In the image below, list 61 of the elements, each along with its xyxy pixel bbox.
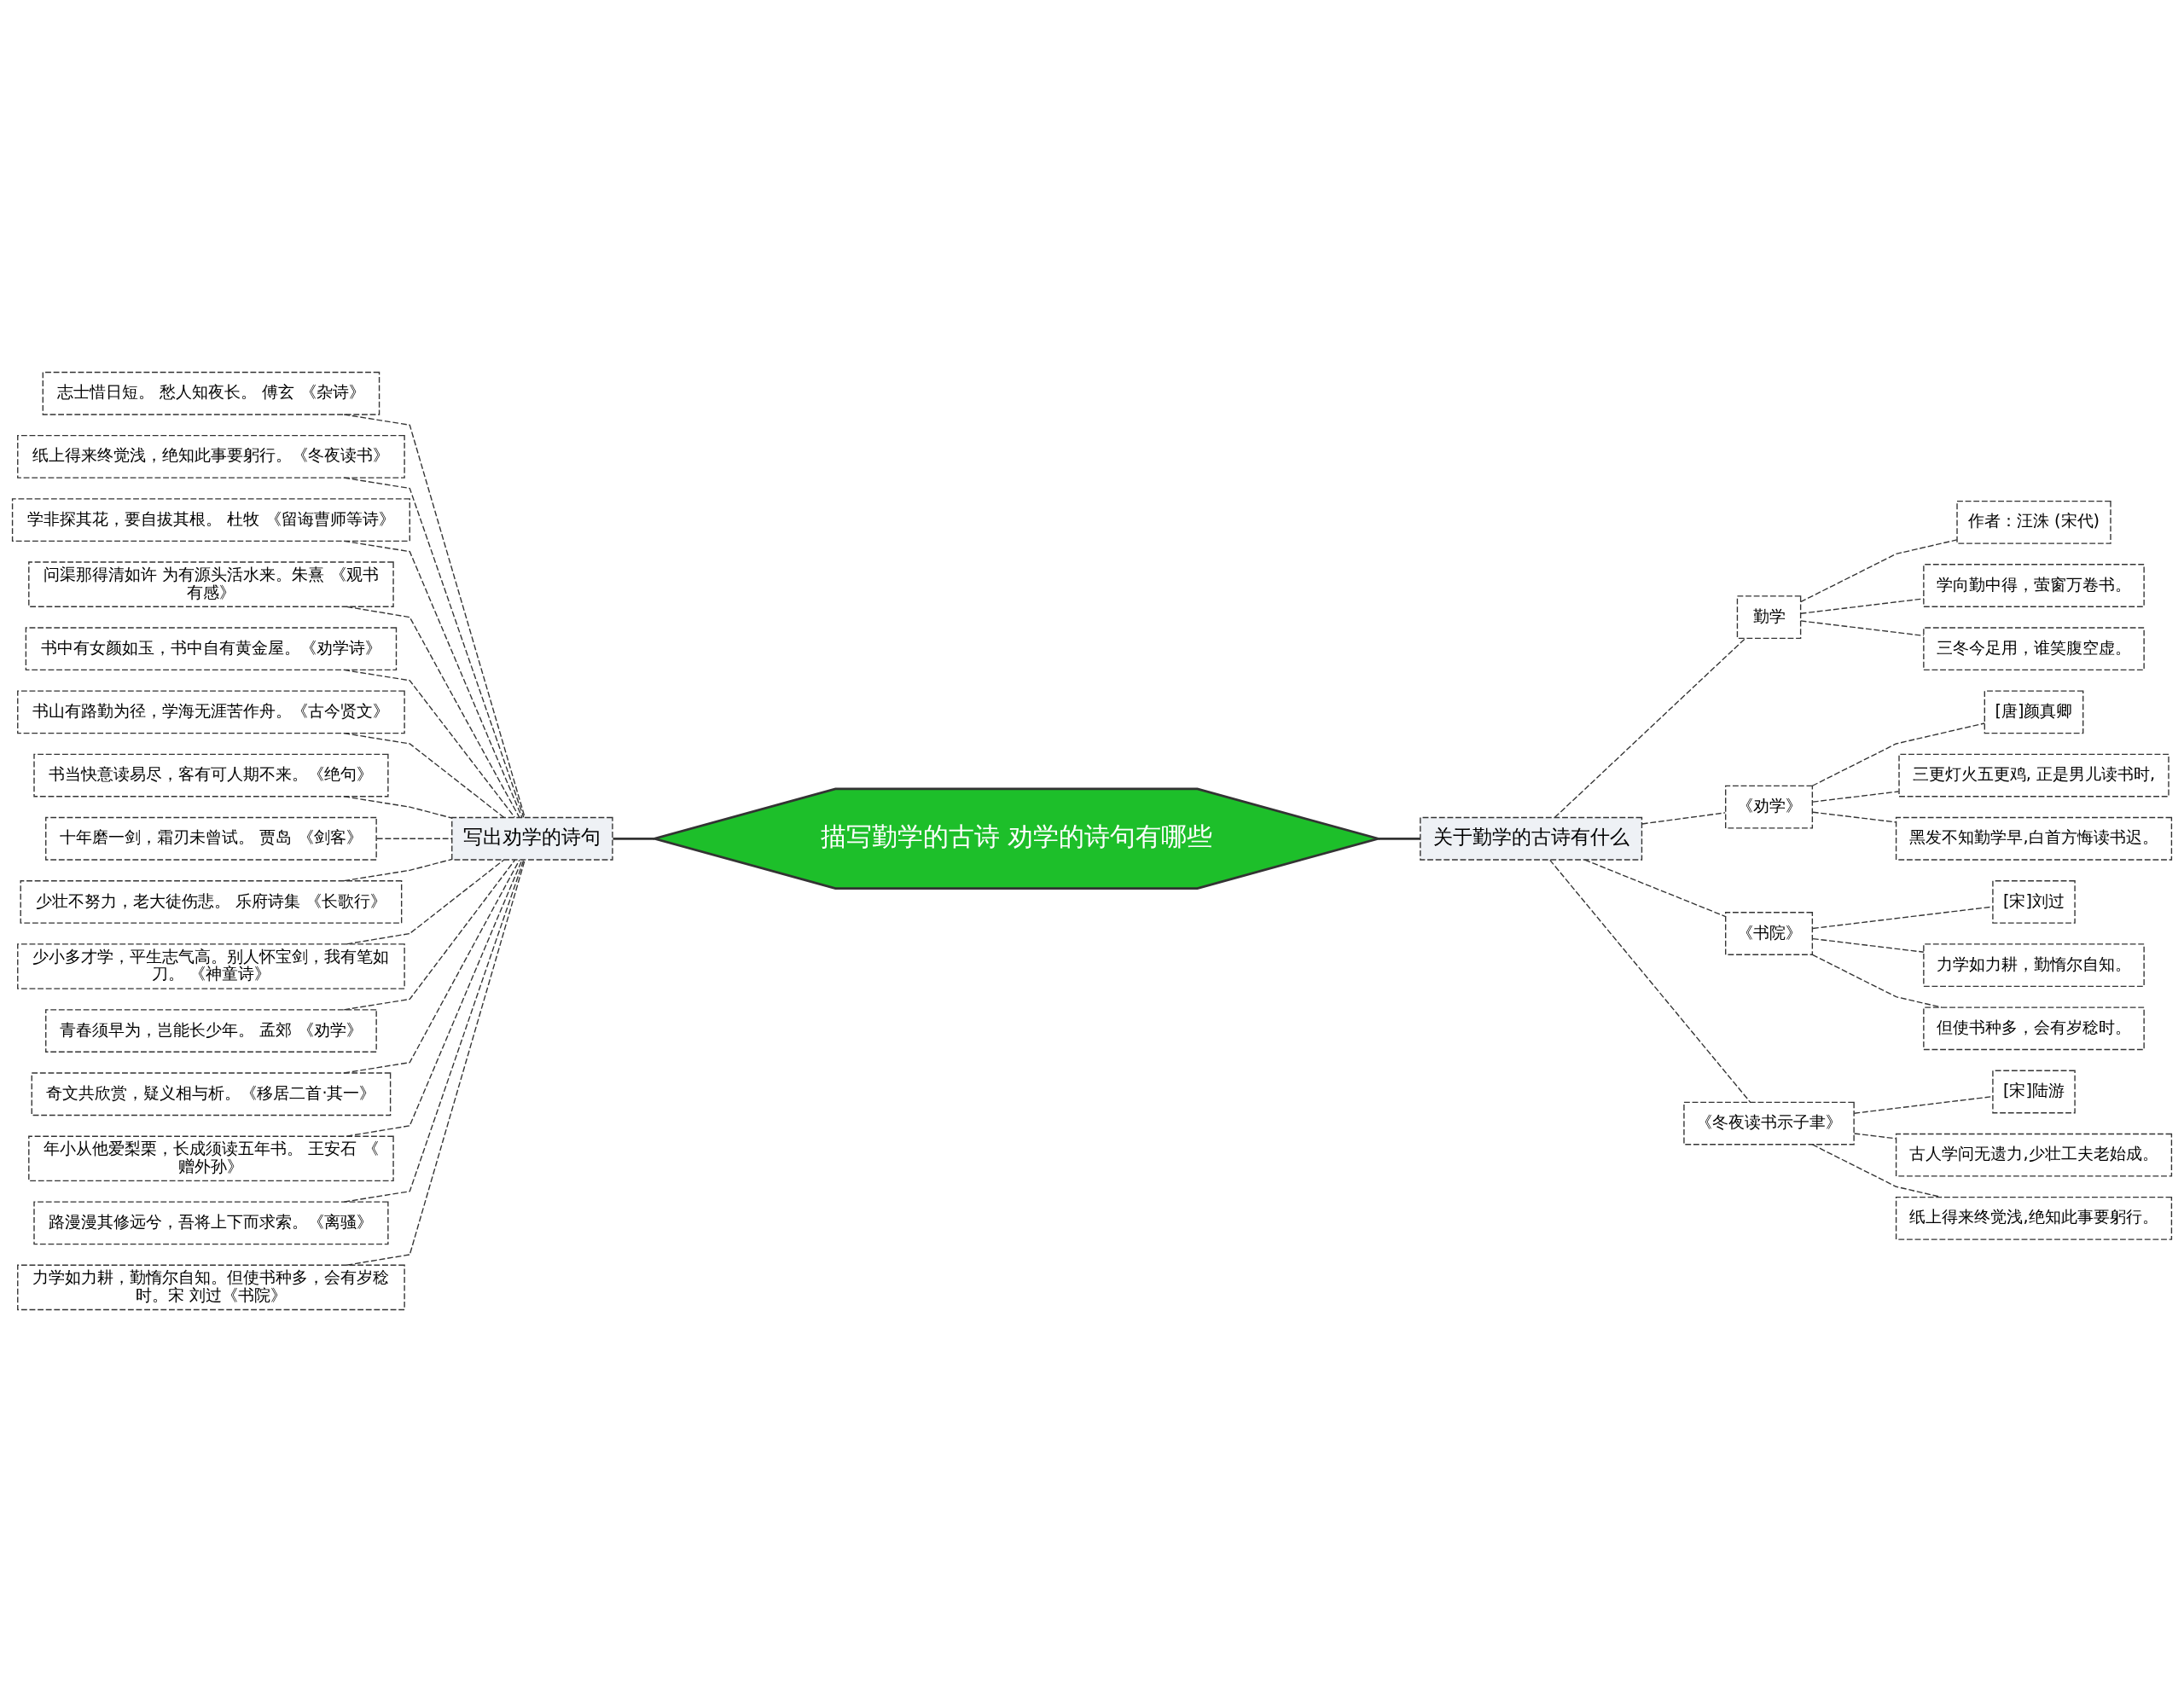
connector [1853,1133,1897,1140]
connector [1812,937,1925,953]
connector [1800,620,1925,636]
node-box: 《书院》 [1725,912,1814,955]
connector [343,859,516,1011]
connector [1799,539,1958,603]
node-box: [宋]陆游 [1992,1070,2076,1114]
node-box: 路漫漫其修远兮，吾将上下而求索。《离骚》 [33,1201,389,1245]
node-box: 奇文共欣赏，疑义相与析。《移居二首·其一》 [31,1072,392,1116]
node-box: 力学如力耕，勤惰尔自知。 [1923,943,2145,988]
node-box: 年小从他爱梨栗，长成须读五年书。 王安石 《赠外孙》 [28,1135,394,1182]
node-box: 纸上得来终觉浅,绝知此事要躬行。 [1895,1196,2173,1240]
node-box: 青春须早为，岂能长少年。 孟郊 《劝学》 [45,1009,377,1053]
connector [343,796,453,819]
connector [1812,811,1896,823]
connector [343,669,515,818]
node-box: 十年磨一剑，霜刃未曾试。 贾岛 《剑客》 [45,816,377,861]
connector [1811,954,1943,1008]
connector [1641,812,1726,825]
node-box: 少小多才学，平生志气高。别人怀宝剑，我有笔如刀。 《神童诗》 [17,943,405,989]
connector [375,838,452,839]
connector [346,606,520,819]
connector [346,859,523,1137]
node-box: 少壮不努力，老大徒伤悲。 乐府诗集 《长歌行》 [20,880,403,924]
connector [1812,906,1994,930]
connector [613,837,655,840]
connector [343,477,525,818]
connector [1812,791,1900,803]
node-box: 黑发不知勤学早,白首方悔读书迟。 [1895,816,2173,861]
connector [1811,722,1985,786]
node-box: 学非探其花，要自拔其根。 杜牧 《留诲曹师等诗》 [11,498,410,542]
node-box: 三更灯火五更鸡, 正是男儿读书时, [1898,753,2169,798]
node-box: 学向勤中得，萤窗万卷书。 [1923,564,2145,607]
node-box: [宋]刘过 [1992,880,2076,924]
node-box: 书中有女颜如玉，书中自有黄金屋。《劝学诗》 [25,627,398,671]
node-box: 书当快意读易尽，客有可人期不来。《绝句》 [33,753,389,798]
node-box: 纸上得来终觉浅，绝知此事要躬行。《冬夜读书》 [17,435,405,478]
node-box: 三冬今足用，谁笑腹空虚。 [1923,627,2145,671]
connector [1800,598,1925,614]
node-box: 关于勤学的古诗有什么 [1420,816,1643,861]
node-box: 但使书种多，会有岁稔时。 [1923,1006,2145,1051]
connector [1554,637,1746,819]
connector [1583,859,1727,918]
node-box: 力学如力耕，勤惰尔自知。但使书种多，会有岁稔时。宋 刘过《书院》 [17,1264,405,1311]
connector [343,858,453,882]
connector [1549,859,1751,1103]
node-box: 书山有路勤为径，学海无涯苦作舟。《古今贤文》 [17,690,405,734]
node-box: [唐]颜真卿 [1984,690,2084,734]
connector [343,540,523,819]
node-box: 写出劝学的诗句 [451,816,613,861]
node-box: 勤学 [1736,595,1802,640]
node-box: 古人学问无遗力,少壮工夫老始成。 [1895,1133,2173,1177]
connector [343,414,526,818]
connector [343,859,525,1203]
node-box: 志士惜日短。 愁人知夜长。 傅玄 《杂诗》 [42,371,380,415]
node-box: 问渠那得清如许 为有源头活水来。朱熹 《观书有感》 [28,561,394,607]
connector [1378,837,1420,840]
node-box: 《冬夜读书示子聿》 [1683,1101,1855,1146]
connector [346,859,526,1266]
node-box: 作者：汪洙 (宋代) [1956,500,2111,544]
node-box: 《劝学》 [1725,785,1814,829]
